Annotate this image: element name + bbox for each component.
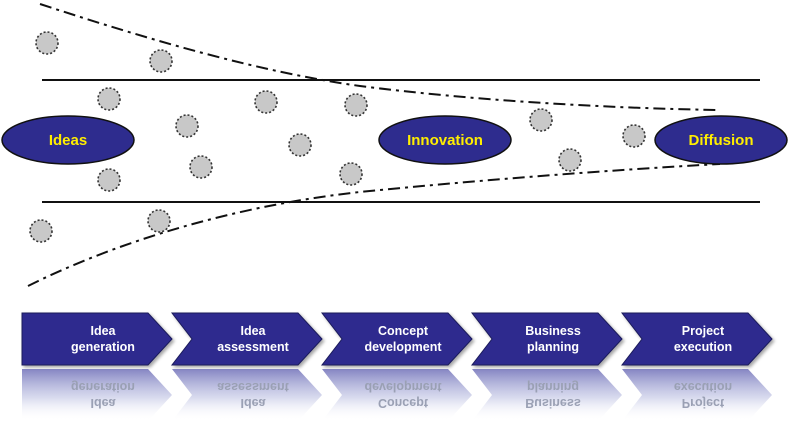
idea-dots — [29, 31, 646, 243]
process-step-label: planning — [527, 340, 579, 354]
process-step-arrow — [170, 312, 323, 366]
process-step-arrow — [21, 312, 173, 366]
process-step-reflection-shape — [472, 369, 622, 421]
process-step-reflection-label: Idea — [240, 396, 266, 410]
node-innovation: Innovation — [378, 115, 512, 165]
process-step-label: assessment — [217, 340, 289, 354]
node-diffusion: Diffusion — [654, 115, 788, 165]
process-step-reflection: Idea assessment — [172, 369, 322, 421]
idea-dot — [29, 219, 53, 243]
idea-dot — [288, 133, 312, 157]
process-step-label: Business — [525, 324, 581, 338]
process-step-4: Business planning — [470, 312, 623, 366]
funnel-curve-bottom — [27, 163, 721, 287]
idea-dot — [558, 148, 582, 172]
process-step-label: Idea — [240, 324, 266, 338]
process-step-reflection-shape — [172, 369, 322, 421]
node-ideas: Ideas — [1, 115, 135, 165]
funnel-curve-top — [39, 3, 719, 111]
process-step-reflection: Business planning — [472, 369, 622, 421]
process-step-label: generation — [71, 340, 135, 354]
process-step-reflection-label: Business — [525, 396, 581, 410]
process-step-reflection-label: Idea — [90, 396, 116, 410]
process-step-reflection-label: generation — [71, 380, 135, 394]
node-diffusion-label: Diffusion — [689, 132, 754, 149]
process-step-2: Idea assessment — [170, 312, 323, 366]
idea-dot — [622, 124, 646, 148]
process-step-reflection-label: Project — [682, 396, 725, 410]
process-step-reflection-shape — [22, 369, 172, 421]
idea-dot — [344, 93, 368, 117]
process-step-reflection-label: execution — [674, 380, 732, 394]
idea-dot — [189, 155, 213, 179]
idea-dot — [97, 87, 121, 111]
idea-dot — [149, 49, 173, 73]
idea-dot — [97, 168, 121, 192]
idea-dot — [175, 114, 199, 138]
idea-dot — [339, 162, 363, 186]
idea-dot — [147, 209, 171, 233]
process-step-reflection-label: assessment — [217, 380, 289, 394]
process-step-reflection: Project execution — [622, 369, 772, 421]
process-step-1: Idea generation — [21, 312, 173, 366]
process-step-reflection-shape — [622, 369, 772, 421]
idea-dot — [254, 90, 278, 114]
idea-dot — [529, 108, 553, 132]
process-step-label: Idea — [90, 324, 116, 338]
process-step-3: Concept development — [320, 312, 473, 366]
process-step-reflection: Idea generation — [22, 369, 172, 421]
node-ideas-label: Ideas — [49, 132, 87, 149]
node-innovation-label: Innovation — [407, 132, 483, 149]
process-steps: Idea generation Idea assessment Concept devel… — [21, 312, 773, 366]
process-step-reflection: Concept development — [322, 369, 472, 421]
process-step-arrow — [620, 312, 773, 366]
process-step-label: Project — [682, 324, 725, 338]
process-step-reflection-label: planning — [527, 380, 579, 394]
process-step-label: execution — [674, 340, 732, 354]
idea-dot — [35, 31, 59, 55]
process-step-label: development — [364, 340, 442, 354]
process-step-arrow — [470, 312, 623, 366]
process-step-arrow — [320, 312, 473, 366]
process-step-label: Concept — [378, 324, 429, 338]
process-step-reflection-label: development — [364, 380, 442, 394]
process-step-reflection-shape — [322, 369, 472, 421]
process-step-5: Project execution — [620, 312, 773, 366]
process-step-reflection-label: Concept — [378, 396, 429, 410]
